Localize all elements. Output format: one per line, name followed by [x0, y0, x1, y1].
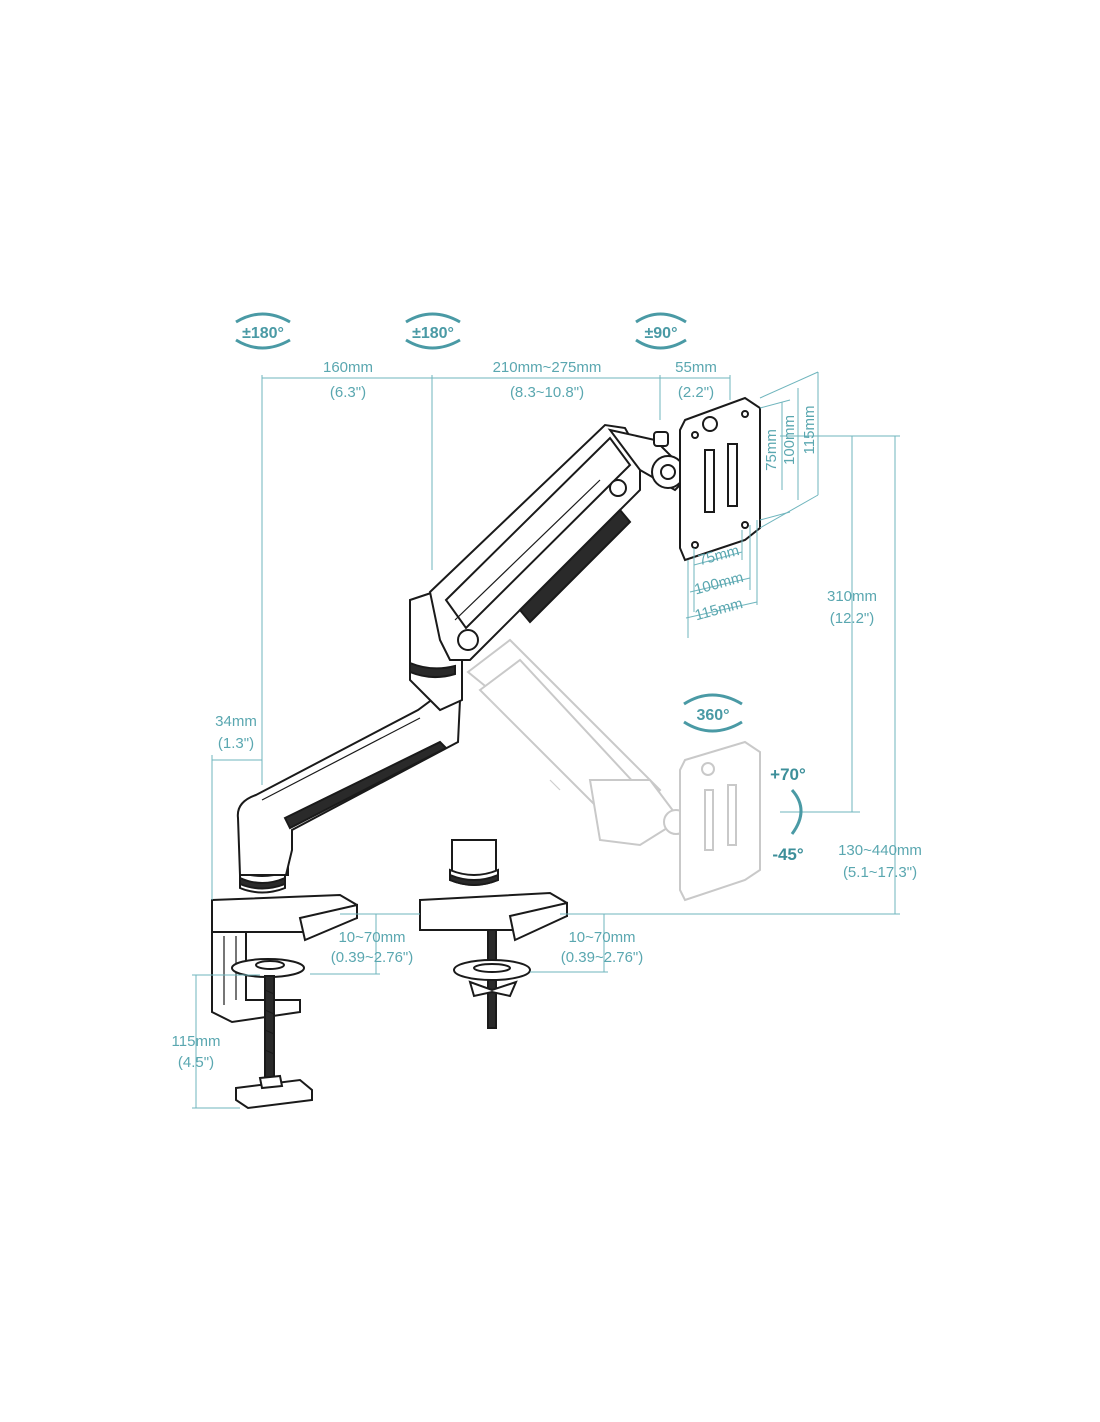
grommet-thickness-inch: (0.39~2.76"): [561, 949, 643, 966]
vesa-plate: [679, 396, 761, 562]
desk-clamp-assembly: [211, 870, 358, 1110]
total-height-mm: 130~440mm: [838, 842, 922, 859]
vesa-vertical-100: 100mm: [781, 415, 798, 465]
head-offset-mm: 55mm: [675, 359, 717, 376]
grommet-mount-assembly: [419, 839, 568, 1029]
lower-arm: [236, 588, 463, 876]
head-offset-inch: (2.2"): [678, 384, 714, 401]
grommet-thickness-mm: 10~70mm: [568, 929, 635, 946]
svg-text:±180°: ±180°: [412, 325, 454, 342]
desk-clamp-thickness-inch: (0.39~2.76"): [331, 949, 413, 966]
lower-arm-length-inch: (6.3"): [330, 384, 366, 401]
rotation-badge-base: ±180°: [235, 312, 291, 350]
vesa-vertical-115: 115mm: [801, 406, 818, 455]
clamp-depth-mm: 115mm: [172, 1033, 221, 1050]
ghost-vesa-plate: [679, 740, 761, 902]
tilt-arrow: [790, 788, 803, 835]
svg-text:±90°: ±90°: [645, 325, 678, 342]
vesa-vertical-75: 75mm: [763, 429, 780, 471]
desk-clamp-thickness-mm: 10~70mm: [338, 929, 405, 946]
ghost-arm-lowered: [466, 638, 689, 847]
upper-arm-length-inch: (8.3~10.8"): [510, 384, 584, 401]
vertical-travel-mm: 310mm: [827, 588, 877, 605]
rotation-badge-head: ±90°: [635, 312, 687, 350]
lower-arm-length-mm: 160mm: [323, 359, 373, 376]
rotation-badge-elbow: ±180°: [405, 312, 461, 350]
vesa-horizontal-100: 100mm: [692, 569, 745, 598]
tilt-up-label: +70°: [770, 765, 806, 784]
pole-offset-inch: (1.3"): [218, 735, 254, 752]
svg-text:±180°: ±180°: [242, 325, 284, 342]
clamp-depth-inch: (4.5"): [178, 1054, 214, 1071]
pole-offset-mm: 34mm: [215, 713, 257, 730]
total-height-inch: (5.1~17.3"): [843, 864, 917, 881]
tilt-down-label: -45°: [772, 845, 804, 864]
upper-arm: [428, 423, 641, 661]
svg-text:360°: 360°: [696, 707, 729, 724]
vertical-travel-inch: (12.2"): [830, 610, 875, 627]
dimension-lines: [192, 371, 900, 1109]
upper-arm-length-mm: 210mm~275mm: [493, 359, 602, 376]
vesa-horizontal-115: 115mm: [693, 595, 745, 624]
rotation-badge-swivel: 360°: [683, 693, 743, 733]
